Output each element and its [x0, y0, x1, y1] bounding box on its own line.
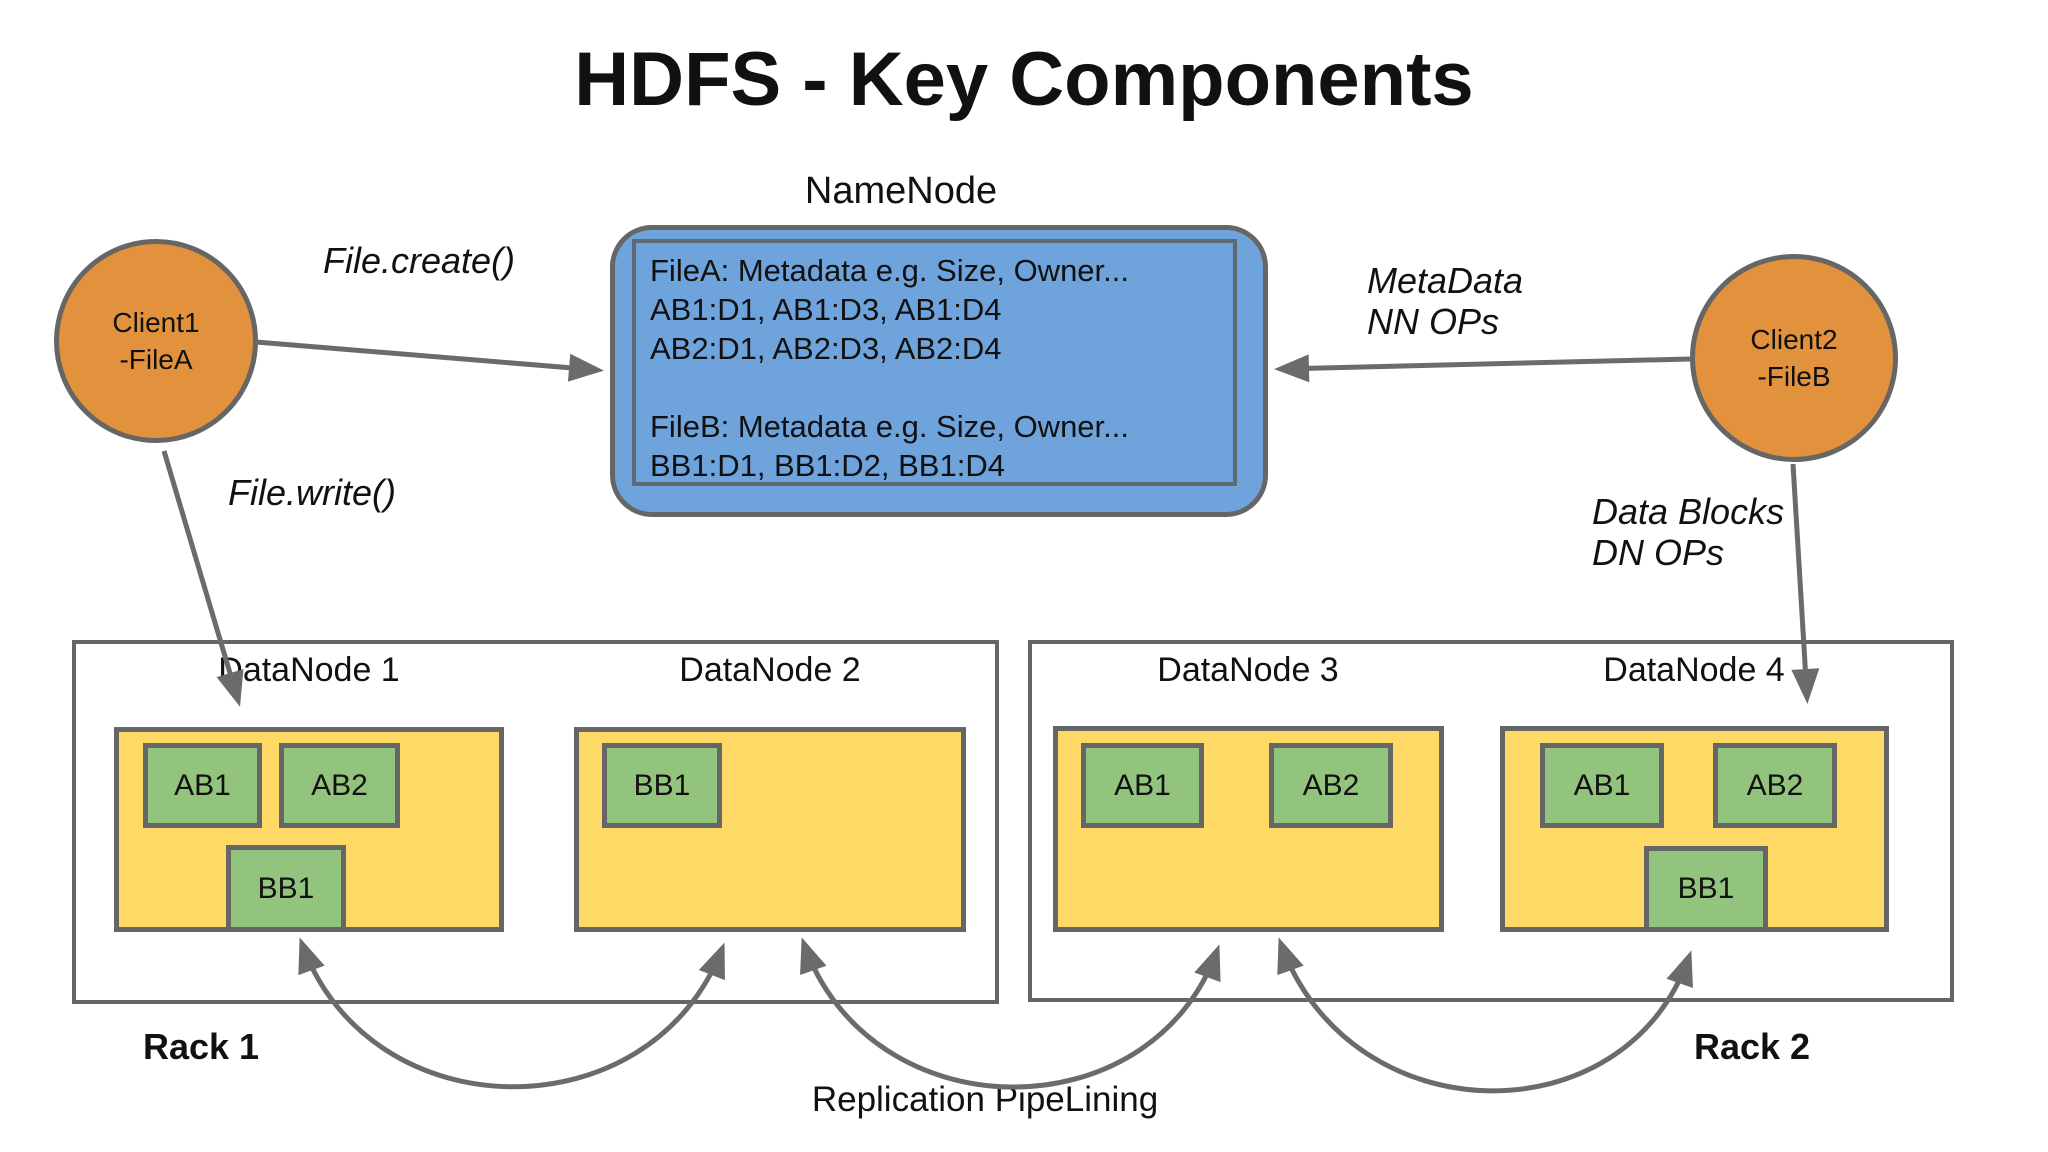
- datanode2-label: DataNode 2: [679, 651, 861, 689]
- metadata-nn-ops-label: MetaData NN OPs: [1367, 260, 1523, 342]
- page-title: HDFS - Key Components: [574, 37, 1474, 122]
- datanode3-label: DataNode 3: [1157, 651, 1339, 689]
- namenode-line-blank: [650, 368, 1233, 407]
- namenode-label: NameNode: [804, 170, 998, 212]
- block-ab2: AB2: [1713, 743, 1837, 828]
- datablocks-label-line1: Data Blocks: [1592, 491, 1785, 532]
- block-ab2: AB2: [1269, 743, 1393, 828]
- client1-circle: Client1 -FileA: [54, 239, 258, 443]
- arrow-client2-to-namenode: [1274, 354, 1691, 383]
- namenode-line-ab1: AB1:D1, AB1:D3, AB1:D4: [650, 292, 1002, 327]
- namenode-metadata-panel: FileA: Metadata e.g. Size, Owner... AB1:…: [632, 239, 1237, 486]
- block-ab1: AB1: [143, 743, 262, 828]
- file-create-label: File.create(): [323, 240, 516, 281]
- file-write-label: File.write(): [228, 472, 396, 513]
- client2-file: -FileB: [1757, 361, 1831, 392]
- namenode-box: [610, 225, 1268, 517]
- metadata-label-line1: MetaData: [1367, 260, 1524, 301]
- datanode4-label: DataNode 4: [1603, 651, 1785, 689]
- namenode-line-bb1: BB1:D1, BB1:D2, BB1:D4: [650, 448, 1005, 483]
- block-bb1: BB1: [1644, 846, 1768, 932]
- block-ab1: AB1: [1540, 743, 1664, 828]
- namenode-line-ab2: AB2:D1, AB2:D3, AB2:D4: [650, 331, 1002, 366]
- rack2-label: Rack 2: [1693, 1026, 1811, 1067]
- namenode-line-filea: FileA: Metadata e.g. Size, Owner...: [650, 253, 1130, 288]
- client2-name: Client2: [1750, 324, 1838, 355]
- namenode-line-fileb: FileB: Metadata e.g. Size, Owner...: [650, 409, 1130, 444]
- rack1-label: Rack 1: [142, 1026, 260, 1067]
- client2-circle: Client2 -FileB: [1690, 254, 1898, 462]
- block-ab2: AB2: [279, 743, 400, 828]
- datablocks-dn-ops-label: Data Blocks DN OPs: [1592, 491, 1784, 573]
- client1-file: -FileA: [119, 344, 193, 375]
- block-ab1: AB1: [1081, 743, 1204, 828]
- replication-pipelining-label: Replication PipeLining: [811, 1080, 1159, 1119]
- datablocks-label-line2: DN OPs: [1592, 532, 1725, 573]
- metadata-label-line2: NN OPs: [1367, 301, 1500, 342]
- block-bb1: BB1: [226, 845, 346, 932]
- datanode1-label: DataNode 1: [218, 651, 400, 689]
- arrow-client1-to-namenode: [255, 339, 604, 382]
- client1-name: Client1: [112, 307, 200, 338]
- block-bb1: BB1: [602, 743, 722, 828]
